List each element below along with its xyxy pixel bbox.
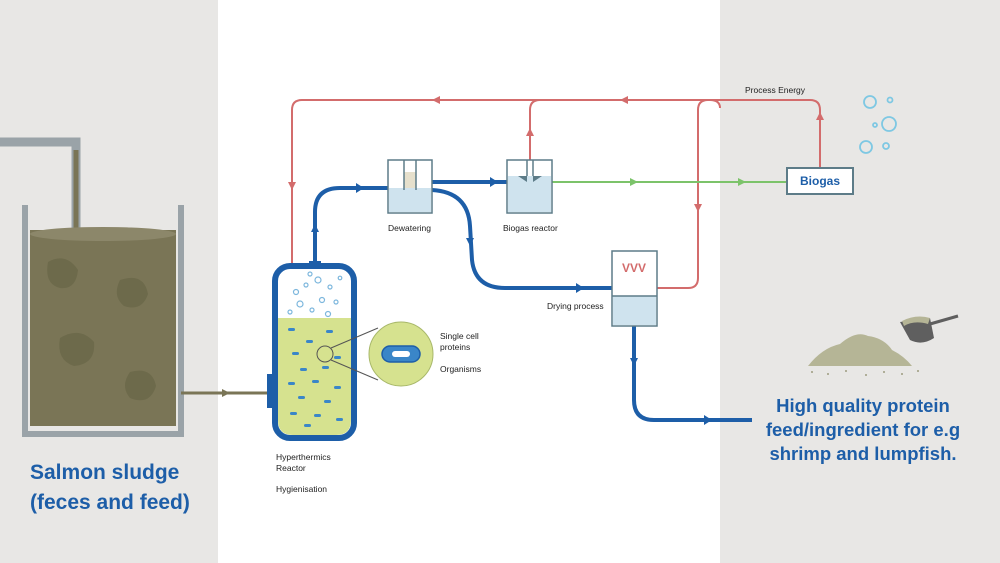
energy-arrow [816,112,824,120]
powder-pile [808,334,912,366]
single-cell-label-line2: proteins [440,342,471,352]
energy-arrow [620,96,628,104]
sludge-surface [30,227,176,241]
drying-process-label: Drying process [547,301,604,311]
dewatering-water [389,188,431,212]
energy-arrow [432,96,440,104]
powder-crumbs [811,370,919,376]
headline-left-line1: Salmon sludge [30,461,180,484]
headline-right-line3: shrimp and lumpfish. [769,443,957,464]
inlet-pipe [0,137,81,232]
single-cell-label-line1: Single cell [440,331,479,341]
zoom-leader-line [330,359,379,381]
zoom-target-circle [316,345,334,363]
scoop-powder [902,316,930,326]
biogas-reactor [506,159,553,214]
process-energy-label: Process Energy [745,85,805,95]
organism-nucleus [392,351,410,357]
reactor-organisms [288,328,343,427]
reactor-label-line1: Hyperthermics [276,452,331,462]
sludge-arrow [222,389,230,397]
energy-arrows [288,96,824,212]
flow-arrow [630,358,638,366]
protein-powder-illustration [808,314,959,376]
tank-wall [22,205,184,437]
biogas-box: Biogas [786,167,854,195]
sludge-clump [116,277,148,308]
dewatering-filter [404,172,416,188]
energy-arrow [694,204,702,212]
right-background-panel [720,0,1000,563]
energy-line-to-reactor [291,99,721,265]
hyperthermics-reactor [267,261,357,441]
energy-line-to-biogas-reactor [529,99,541,160]
flow-arrow [356,183,364,193]
zoom-leader-line [330,327,379,349]
reactor-bubbles [287,271,343,318]
process-energy-lines [291,99,821,289]
hygienisation-label: Hygienisation [276,484,328,494]
sludge-clump [59,332,95,366]
biogas-baffle [533,176,542,182]
biogas-arrow [738,178,746,186]
biogas-baffle [518,176,527,182]
heater-symbol: VVV [622,261,646,275]
sludge-clump [125,370,156,401]
drying-to-product [632,326,752,422]
drying-unit: VVV [611,250,658,327]
sludge-clump [47,258,78,289]
energy-arrow [526,128,534,136]
flow-arrow [490,177,498,187]
energy-arrow [288,182,296,190]
headline-right-line1: High quality protein [776,395,950,416]
reactor-to-dewatering [313,186,388,266]
sludge-body [30,230,176,426]
reactor-inlet-flange [267,374,275,408]
headline-right-line2: feed/ingredient for e.g [765,419,961,440]
reactor-label-line2: Reactor [276,463,306,473]
flow-arrow [704,415,712,425]
dewatering-label: Dewatering [388,223,431,233]
headline-left-line2: (feces and feed) [30,491,190,514]
gas-bubbles [859,95,897,154]
biogas-arrow [630,178,638,186]
scoop-handle [929,314,959,326]
reactor-liquid [278,318,351,435]
product-flow-lines [313,180,752,422]
flow-arrow [576,283,584,293]
sludge-tank [0,137,184,437]
biogas-reactor-liquid [508,176,551,212]
flow-arrow [311,224,319,232]
drying-contents [613,296,656,325]
salmon-sludge-headline: Salmon sludge (feces and feed) [30,458,210,518]
dewatering-tank [387,159,433,214]
flow-arrow [466,238,474,246]
scoop-cup [900,318,934,343]
organism-zoom [330,321,434,387]
energy-line-from-biogas [657,99,821,289]
biogas-reactor-label: Biogas reactor [503,223,558,233]
organisms-label: Organisms [440,364,482,374]
product-arrows [311,177,712,425]
protein-feed-headline: High quality protein feed/ingredient for… [738,394,988,466]
